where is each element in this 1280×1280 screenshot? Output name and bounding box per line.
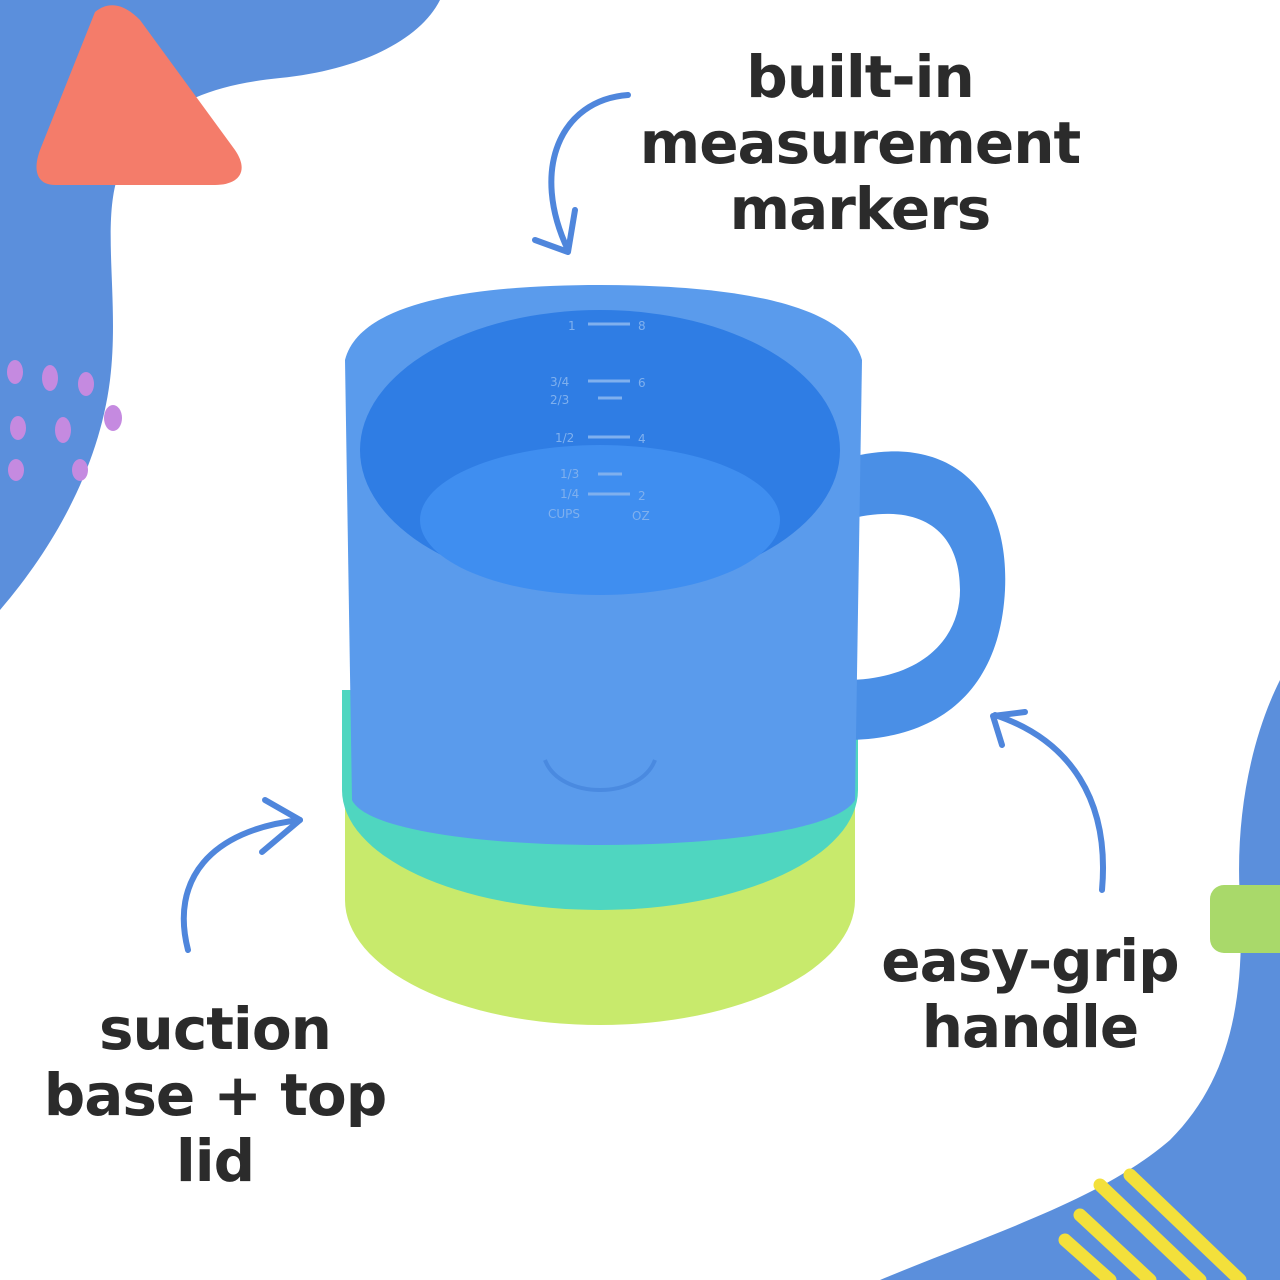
mark-cups-3-4: 3/4 xyxy=(550,375,569,389)
logo-emboss xyxy=(543,759,657,792)
callout-line: lid xyxy=(175,1127,255,1195)
mark-oz-8: 8 xyxy=(638,319,646,333)
arrow-to-handle xyxy=(992,712,1106,893)
arrow-to-markers xyxy=(548,92,631,253)
mark-cups-label: CUPS xyxy=(548,507,580,521)
mark-oz-6: 6 xyxy=(638,376,646,390)
callout-line: base + top xyxy=(43,1061,388,1129)
triangle-shape xyxy=(36,5,242,185)
measurement-markings xyxy=(588,322,630,496)
callout-line: suction xyxy=(99,995,332,1063)
callout-line: built-in xyxy=(746,43,975,111)
mark-oz-2: 2 xyxy=(638,489,646,503)
callout-measurement-markers: built-in measurement markers xyxy=(620,44,1100,242)
mark-cups-1-3: 1/3 xyxy=(560,467,579,481)
mark-oz-label: OZ xyxy=(632,509,650,523)
mark-cups-2-3: 2/3 xyxy=(550,393,569,407)
mark-cups-1: 1 xyxy=(568,319,576,333)
cup-handle xyxy=(840,451,1006,740)
callout-line: markers xyxy=(729,175,992,243)
cup-product xyxy=(342,285,1006,1025)
bottom-right-blob xyxy=(880,680,1280,1280)
purple-dots xyxy=(7,360,122,481)
mark-cups-1-4: 1/4 xyxy=(560,487,579,501)
mark-cups-1-2: 1/2 xyxy=(555,431,574,445)
lime-bar xyxy=(1210,885,1280,953)
callout-suction-base: suction base + top lid xyxy=(30,996,400,1194)
arrow-to-base xyxy=(180,817,303,953)
callout-line: easy-grip xyxy=(881,927,1179,995)
mark-oz-4: 4 xyxy=(638,432,646,446)
callout-line: measurement xyxy=(639,109,1081,177)
callout-line: handle xyxy=(921,993,1139,1061)
yellow-stripes xyxy=(1058,1168,1247,1280)
callout-easy-grip-handle: easy-grip handle xyxy=(850,928,1210,1060)
arrows xyxy=(180,92,1106,953)
